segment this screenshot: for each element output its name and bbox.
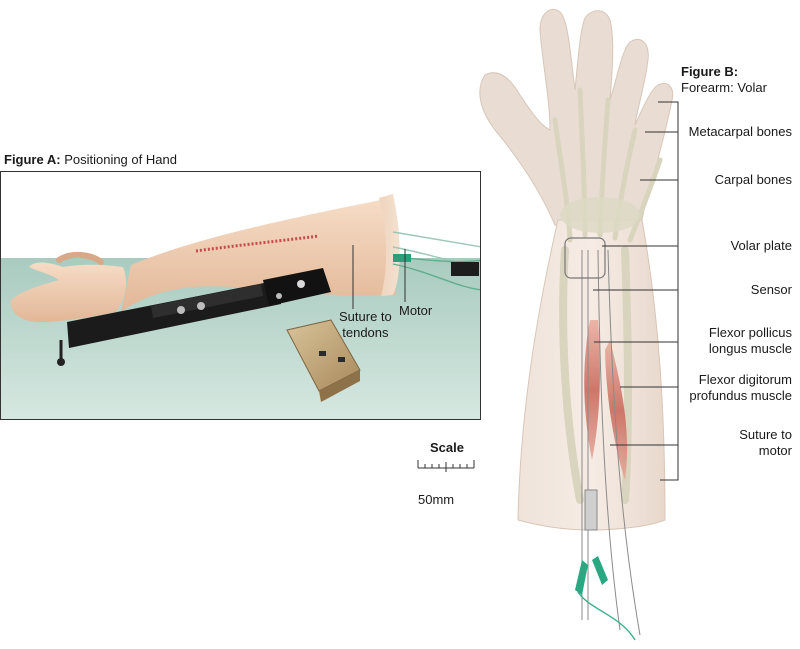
label-flexor-pollicus-line1: Flexor pollicus bbox=[708, 325, 792, 340]
figure-b-title-line1: Figure B: bbox=[681, 64, 739, 79]
label-suture-motor-line1: Suture to bbox=[739, 427, 792, 442]
figure-a-illustration bbox=[1, 172, 480, 419]
sensor bbox=[584, 489, 598, 531]
label-flexor-pollicus-line2: longus muscle bbox=[708, 341, 792, 356]
figure-a-title-bold: Figure A: bbox=[4, 152, 61, 167]
label-suture-tendons: Suture to tendons bbox=[339, 309, 392, 341]
label-flexor-digitorum-line1: Flexor digitorum bbox=[698, 372, 792, 387]
scale-bar: Scale 50mm bbox=[412, 440, 482, 510]
label-volar-plate: Volar plate bbox=[730, 238, 792, 253]
label-flexor-digitorum: Flexor digitorum profundus muscle bbox=[689, 372, 792, 404]
scale-value: 50mm bbox=[418, 492, 455, 507]
label-suture-motor-line2: motor bbox=[758, 443, 792, 458]
scale-ruler bbox=[417, 460, 475, 472]
figure-b-title-line2: Forearm: Volar bbox=[681, 80, 767, 95]
label-motor: Motor bbox=[399, 303, 433, 318]
label-suture-motor: Suture to motor bbox=[739, 427, 792, 459]
green-clips bbox=[575, 556, 636, 641]
figure-b-bracket bbox=[593, 101, 679, 481]
hand-shape bbox=[479, 8, 674, 231]
callout-lines bbox=[352, 245, 406, 309]
volar-plate bbox=[564, 237, 606, 279]
label-sensor: Sensor bbox=[750, 282, 792, 297]
figure-b-title: Figure B: Forearm: Volar bbox=[681, 64, 767, 96]
label-metacarpal: Metacarpal bones bbox=[688, 124, 792, 139]
wood-block bbox=[286, 319, 361, 402]
label-suture-tendons-line1: Suture to bbox=[339, 309, 392, 324]
label-flexor-digitorum-line2: profundus muscle bbox=[689, 388, 792, 403]
figure-a-panel: Motor Suture to tendons bbox=[0, 171, 481, 420]
figure-b-illustration bbox=[479, 8, 679, 641]
tendon-wires bbox=[581, 249, 641, 636]
wires bbox=[392, 231, 480, 291]
figure-a-title: Figure A: Positioning of Hand bbox=[4, 152, 177, 167]
figure-a-title-text: Positioning of Hand bbox=[60, 152, 177, 167]
label-carpal: Carpal bones bbox=[714, 172, 792, 187]
label-suture-tendons-line2: tendons bbox=[342, 325, 389, 340]
scale-title: Scale bbox=[430, 440, 464, 455]
device-rail bbox=[57, 268, 331, 366]
label-flexor-pollicus: Flexor pollicus longus muscle bbox=[709, 325, 792, 357]
